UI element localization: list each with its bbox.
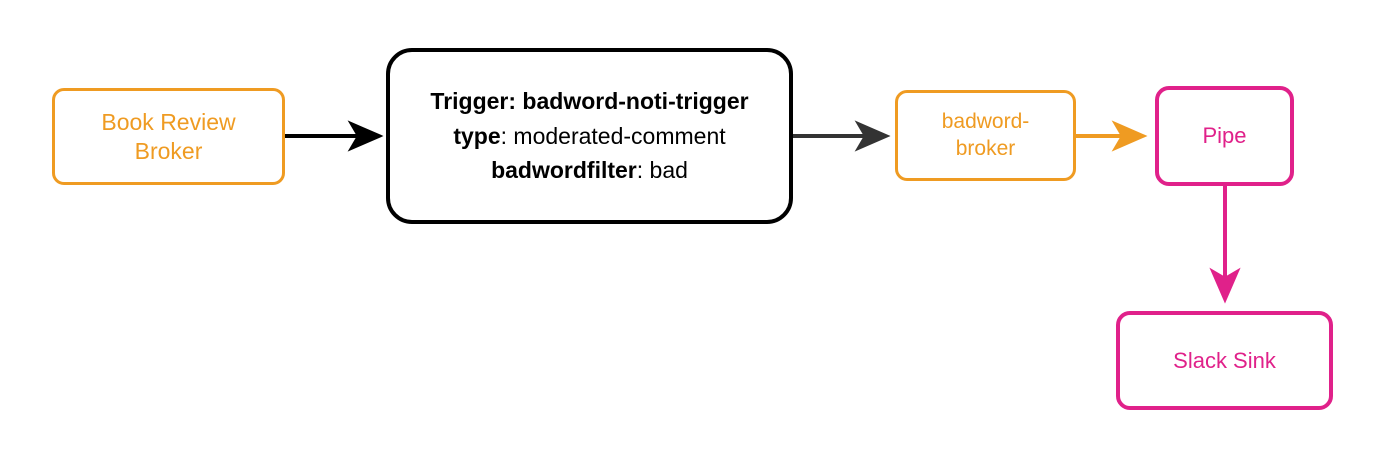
node-badword-broker[interactable]: badword- broker bbox=[895, 90, 1076, 181]
node-trigger-line-2-key: type bbox=[453, 122, 501, 149]
node-slack-sink-label: Slack Sink bbox=[1173, 347, 1276, 373]
node-trigger-line-2: type: moderated-comment bbox=[430, 119, 748, 154]
node-trigger-line-1-key: Trigger: badword-noti-trigger bbox=[430, 88, 749, 115]
node-trigger-line-2-value: : moderated-comment bbox=[500, 122, 726, 149]
node-badword-broker-label: badword- broker bbox=[941, 110, 1030, 160]
node-trigger-label: Trigger: badword-noti-trigger type: mode… bbox=[430, 84, 748, 188]
node-trigger-line-1: Trigger: badword-noti-trigger bbox=[430, 84, 748, 119]
node-pipe[interactable]: Pipe bbox=[1155, 86, 1294, 186]
edge-badword-broker-to-pipe bbox=[1076, 120, 1148, 152]
node-book-review-broker[interactable]: Book Review Broker bbox=[52, 88, 285, 185]
edge-pipe-to-slack-sink bbox=[1209, 184, 1241, 304]
node-pipe-label: Pipe bbox=[1202, 123, 1247, 149]
edge-trigger-to-badword-broker bbox=[793, 120, 891, 152]
node-trigger-line-3: badwordfilter: bad bbox=[430, 153, 748, 188]
node-trigger[interactable]: Trigger: badword-noti-trigger type: mode… bbox=[386, 48, 793, 224]
node-book-review-broker-label: Book Review Broker bbox=[101, 108, 236, 164]
node-slack-sink[interactable]: Slack Sink bbox=[1116, 311, 1333, 410]
edge-book-review-broker-to-trigger bbox=[285, 120, 384, 152]
node-trigger-line-3-key: badwordfilter bbox=[491, 157, 637, 184]
node-trigger-line-3-value: : bad bbox=[636, 157, 688, 184]
